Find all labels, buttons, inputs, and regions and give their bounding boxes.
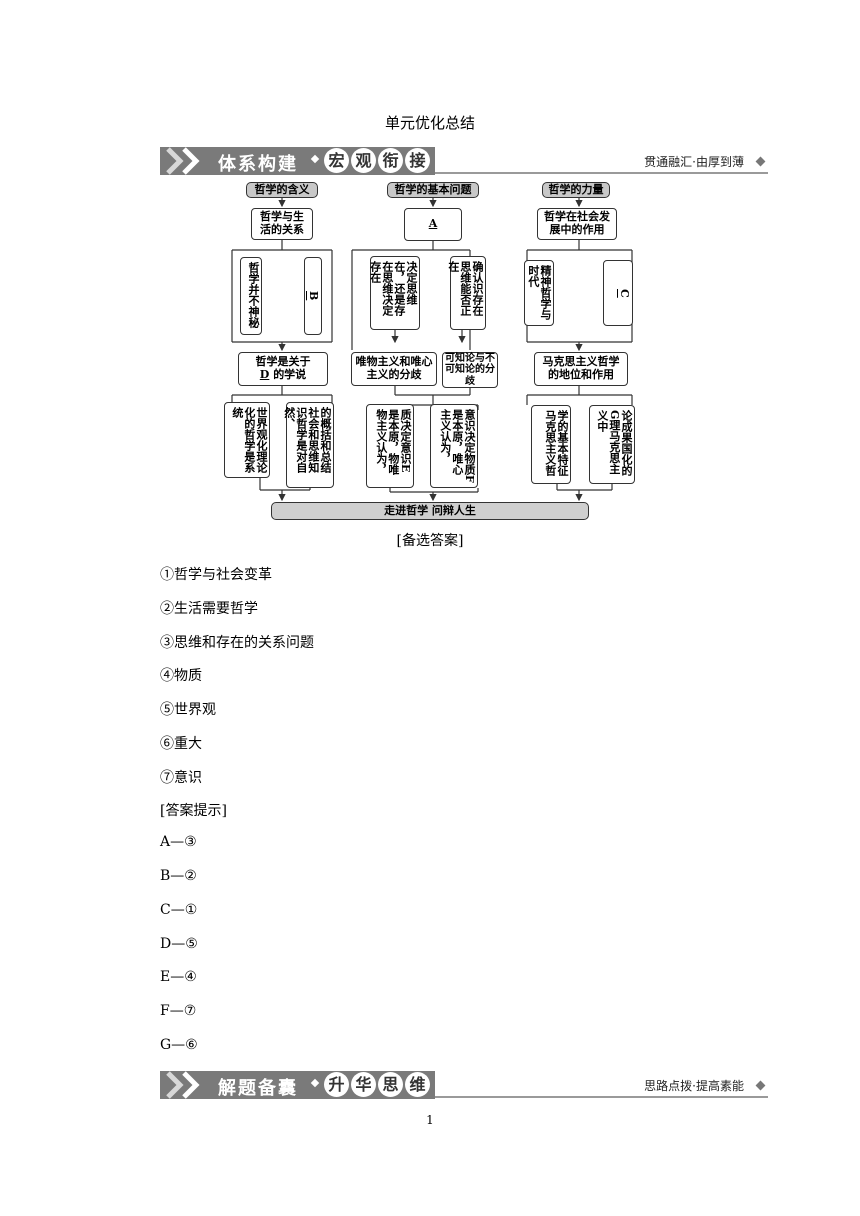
- diagram-header-meaning: 哲学的含义: [246, 182, 318, 198]
- section-banner-system: 体系构建 宏 观 衔 接 贯通融汇·由厚到薄: [160, 147, 768, 175]
- answer-item: A—③: [160, 834, 197, 850]
- diagram-box-spirit-of-era: 精神哲学与时代: [524, 260, 554, 326]
- diagram-box-materialism: 质决定意识E是本原，物唯物主义认为，: [366, 404, 414, 488]
- banner-circle-char: 接: [405, 148, 430, 173]
- page-number: 1: [426, 1113, 434, 1127]
- option-item: ⑦意识: [160, 770, 202, 786]
- diagram-box-life-relation: 哲学与生活的关系: [251, 208, 313, 240]
- banner-circle-char: 衔: [378, 148, 403, 173]
- diagram-box-idealism: 意识决定物质F是本原，唯心主义认为，: [430, 404, 478, 488]
- answer-item: D—⑤: [160, 936, 198, 952]
- diagram-blank-b: B: [304, 257, 322, 335]
- banner-right-text: 贯通融汇·由厚到薄: [644, 155, 744, 169]
- section-banner-solutions: 解题备囊 升 华 思 维 思路点拨·提高素能: [160, 1071, 768, 1099]
- banner-circle-char: 思: [378, 1072, 403, 1097]
- banner-circle-char: 观: [351, 148, 376, 173]
- theory-line-1: 哲学是关于: [255, 355, 311, 369]
- banner-rule: [435, 172, 768, 174]
- banner-circle-char: 宏: [324, 148, 349, 173]
- diagram-blank-d: D: [259, 368, 270, 381]
- double-chevron-icon: [166, 147, 200, 175]
- diagram-box-system-worldview: 世界观化理论化的哲学是系统: [224, 402, 270, 478]
- page-title: 单元优化总结: [384, 114, 475, 132]
- diagram-box-sinicized-theory: 论成果国化的G理马克思主义中: [589, 405, 635, 484]
- option-item: ②生活需要哲学: [160, 601, 258, 617]
- diagram-box-which-first: 决定思维在，还是存在思维决定存在: [369, 256, 420, 330]
- answer-hint-title: [答案提示]: [160, 803, 227, 819]
- option-item: ④物质: [160, 668, 202, 684]
- theory-line-2: D 的学说: [259, 368, 307, 382]
- diamond-icon: [755, 1080, 766, 1091]
- banner-right-text: 思路点拨·提高素能: [644, 1079, 744, 1093]
- option-item: ⑥重大: [160, 736, 202, 752]
- diagram-box-marxism-status: 马克思主义哲学的地位和作用: [534, 352, 628, 386]
- diagram-box-marxism-features: 学的基本特征马克思主义哲: [531, 405, 571, 484]
- option-item: ③思维和存在的关系问题: [160, 635, 314, 651]
- diagram-header-basic-question: 哲学的基本问题: [387, 182, 479, 198]
- banner-circle-char: 维: [405, 1072, 430, 1097]
- diagram-box-theory: 哲学是关于 D 的学说: [238, 352, 328, 386]
- banner-rule: [435, 1096, 768, 1098]
- answer-item: C—①: [160, 902, 198, 918]
- diagram-blank-c: C: [603, 260, 633, 326]
- answer-item: B—②: [160, 868, 197, 884]
- concept-diagram: 哲学的含义 哲学与生活的关系 哲学并不神秘 B 哲学是关于 D 的学说 世界观化…: [0, 0, 860, 530]
- banner-left-title: 解题备囊: [218, 1078, 298, 1099]
- diagram-blank-a: A: [404, 208, 462, 241]
- diagram-box-identity: 确认识存在思维能否正在: [447, 256, 486, 330]
- option-item: ①哲学与社会变革: [160, 567, 272, 583]
- diagram-box-summary: 的概括和总结社会和思维知识哲学是对自然、: [283, 402, 334, 488]
- diagram-box-agnostic-split: 可知论与不可知论的分歧: [442, 352, 498, 388]
- banner-left-title: 体系构建: [218, 154, 298, 175]
- diagram-box-materialism-split: 唯物主义和唯心主义的分歧: [351, 352, 437, 386]
- theory-suffix: 的学说: [273, 368, 307, 381]
- answer-item: G—⑥: [160, 1037, 198, 1053]
- diagram-header-power: 哲学的力量: [542, 182, 610, 198]
- diagram-box-social-role: 哲学在社会发展中的作用: [537, 208, 617, 240]
- diagram-box-not-mysterious: 哲学并不神秘: [240, 257, 262, 335]
- banner-circle-char: 华: [351, 1072, 376, 1097]
- option-item: ⑤世界观: [160, 702, 216, 718]
- options-caption: [备选答案]: [396, 533, 464, 549]
- banner-circle-char: 升: [324, 1072, 349, 1097]
- diagram-footer-bar: 走进哲学 问辩人生: [271, 502, 589, 520]
- answer-item: E—④: [160, 969, 197, 985]
- double-chevron-icon: [166, 1071, 200, 1099]
- answer-item: F—⑦: [160, 1003, 197, 1019]
